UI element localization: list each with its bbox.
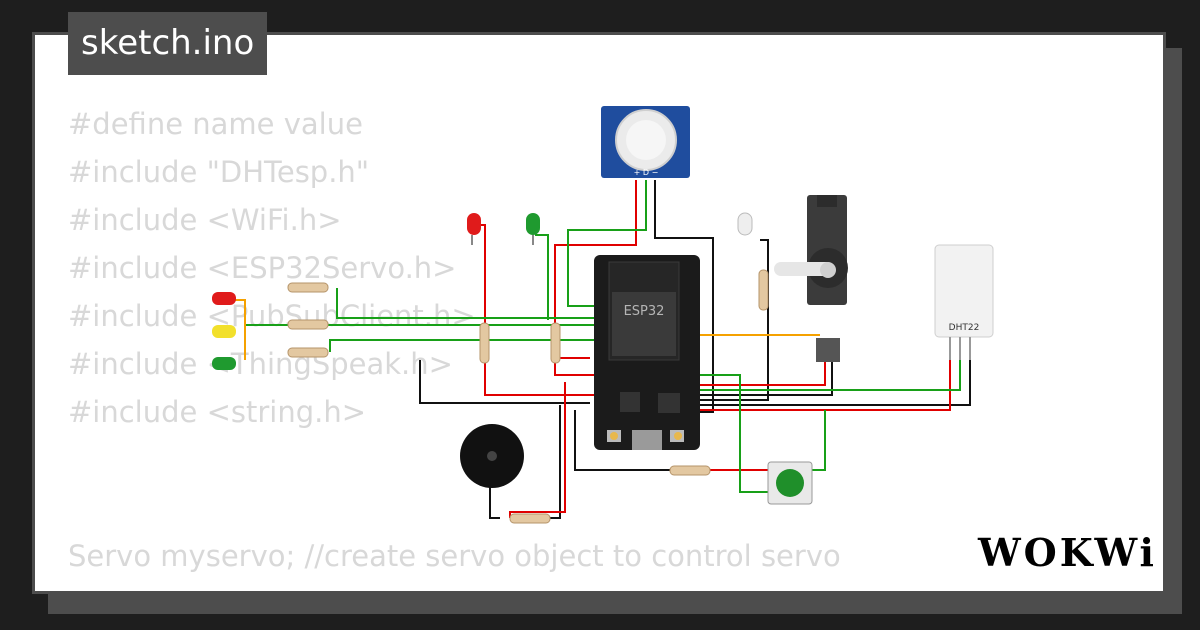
dht22-label: DHT22	[949, 323, 980, 333]
wire-green	[812, 410, 826, 471]
code-line: #include <string.h>	[68, 395, 367, 429]
code-line: #include <ESP32Servo.h>	[68, 251, 457, 285]
code-line: #include <ThingSpeak.h>	[68, 347, 453, 381]
wire-red	[700, 360, 951, 411]
code-line: #define name value	[68, 107, 363, 141]
wire-green	[700, 360, 961, 391]
code-listing: #define name value #include "DHTesp.h" #…	[68, 100, 476, 436]
file-tab[interactable]: sketch.ino	[68, 12, 268, 75]
wire-black	[700, 239, 769, 401]
led-green-left	[212, 357, 236, 370]
code-line: #include <PubSubClient.h>	[68, 299, 476, 333]
led-yellow-left	[212, 325, 236, 338]
dht22-sensor: DHT22	[934, 244, 994, 360]
wire-green	[329, 339, 600, 352]
wire-green	[336, 288, 700, 319]
code-line-servo: Servo myservo; //create servo object to …	[68, 539, 841, 573]
wire-black	[700, 360, 971, 406]
led-red-left	[212, 292, 236, 305]
wire-black	[489, 480, 500, 519]
wokwi-logo: WOKWi	[978, 530, 1157, 575]
wire-green	[700, 374, 775, 493]
pir-sensor: + D −	[601, 106, 690, 178]
wire-black	[419, 360, 590, 404]
pir-pin-labels: + D −	[634, 168, 659, 177]
led-green-top	[526, 213, 540, 245]
wire-red	[472, 224, 598, 396]
wire-red	[509, 382, 566, 518]
led-white	[737, 212, 753, 236]
resistors	[287, 269, 769, 524]
esp32-label: ESP32	[624, 304, 665, 319]
wire-red	[700, 340, 826, 386]
wire-black	[574, 410, 680, 471]
esp32-board: ESP32	[594, 255, 700, 450]
wire-red	[554, 180, 637, 359]
code-line: #include "DHTesp.h"	[68, 155, 370, 189]
wire-black	[654, 180, 714, 413]
code-line: #include <WiFi.h>	[68, 203, 342, 237]
servo-motor	[774, 195, 848, 362]
wire-green	[535, 234, 549, 320]
wire-black	[700, 340, 833, 396]
pushbutton	[767, 461, 813, 505]
buzzer	[460, 424, 524, 488]
wire-yellow	[235, 299, 246, 360]
led-red-top	[467, 213, 481, 245]
wire-red	[554, 325, 598, 376]
wire-black	[550, 405, 561, 519]
wire-green	[567, 180, 647, 307]
